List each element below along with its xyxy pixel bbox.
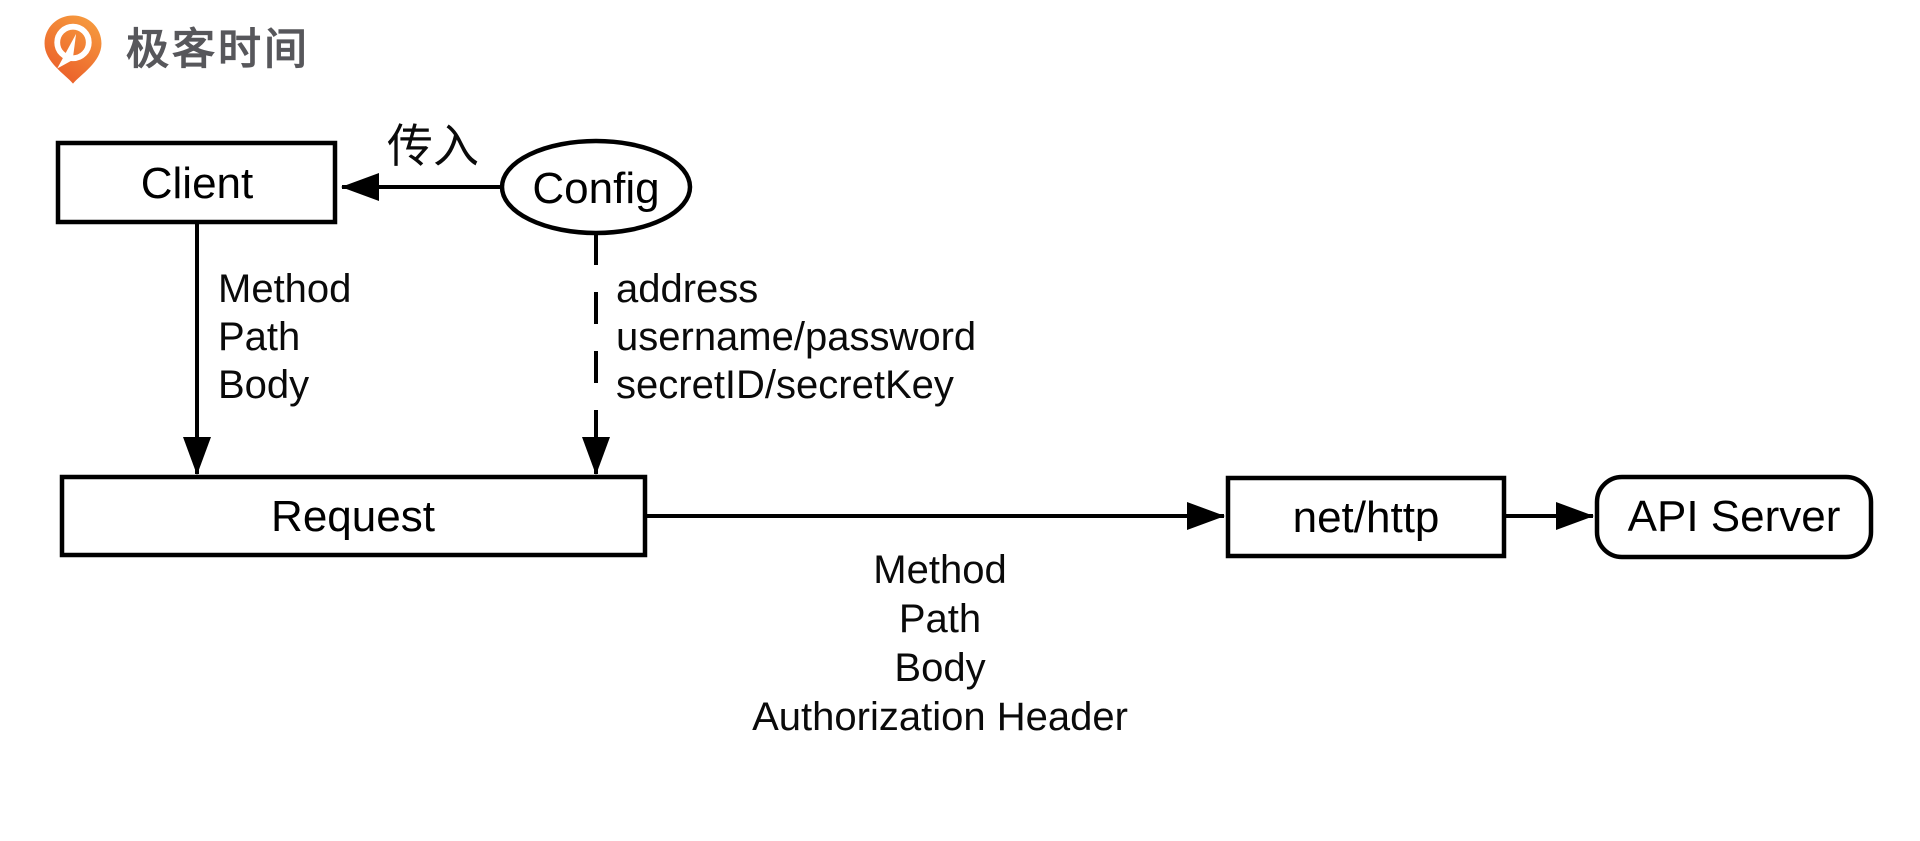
label-group-config-to-request: address username/password secretID/secre… [616, 267, 976, 407]
node-config-ellipse [499, 138, 693, 236]
label-body-2: Body [894, 646, 985, 690]
label-group-client-to-request: Method Path Body [218, 267, 351, 407]
node-config-label: Config [532, 164, 659, 213]
geektime-logo: 极客时间 [36, 14, 310, 86]
label-address: address [616, 267, 758, 311]
label-method-2: Method [873, 548, 1006, 592]
node-client-label: Client [141, 159, 254, 208]
node-request-box [59, 474, 648, 558]
label-body: Body [218, 363, 309, 407]
label-group-request-to-nethttp: Method Path Body Authorization Header [752, 548, 1128, 739]
geektime-pin-icon [44, 15, 102, 84]
node-request-label: Request [271, 492, 435, 541]
brand-text: 极客时间 [126, 26, 310, 74]
node-nethttp-box [1225, 475, 1507, 559]
label-path: Path [218, 315, 300, 359]
node-apiserver-label: API Server [1628, 492, 1841, 541]
label-chuanru: 传入 [387, 120, 479, 172]
label-secretid-secretkey: secretID/secretKey [616, 363, 954, 407]
label-username-password: username/password [616, 315, 976, 359]
label-authorization-header: Authorization Header [752, 695, 1128, 739]
label-path-2: Path [899, 597, 981, 641]
label-method: Method [218, 267, 351, 311]
node-apiserver-box [1594, 474, 1874, 560]
node-client-box [55, 140, 338, 225]
node-nethttp-label: net/http [1293, 493, 1440, 542]
